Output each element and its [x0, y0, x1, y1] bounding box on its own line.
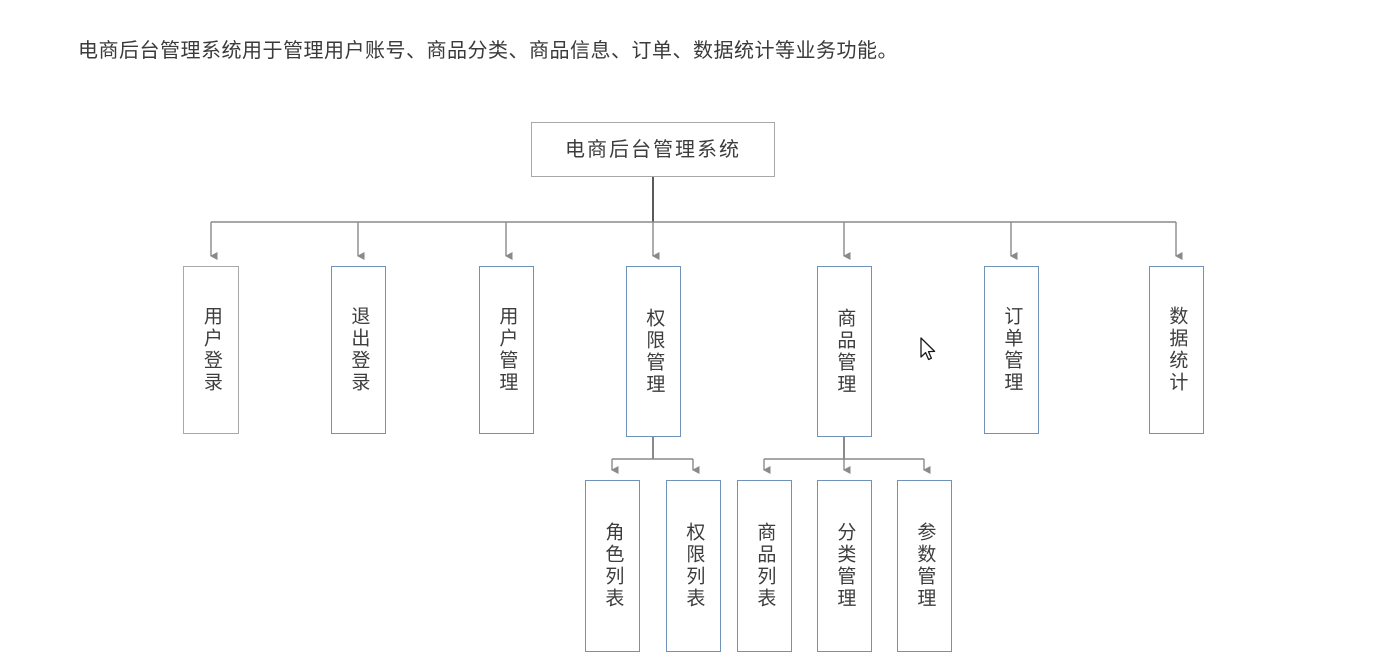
node-auth-list[interactable]: 权限列表	[666, 480, 721, 652]
node-auth-manage[interactable]: 权限管理	[626, 266, 681, 437]
node-category-manage[interactable]: 分类管理	[817, 480, 872, 652]
node-order-manage-label: 订单管理	[1001, 306, 1024, 394]
node-auth-manage-label: 权限管理	[643, 307, 666, 396]
node-root[interactable]: 电商后台管理系统	[531, 122, 775, 177]
node-product-list[interactable]: 商品列表	[737, 480, 792, 652]
node-order-manage[interactable]: 订单管理	[984, 266, 1039, 434]
mouse-pointer-icon	[920, 337, 936, 361]
node-param-manage-label: 参数管理	[914, 522, 937, 610]
node-root-label: 电商后台管理系统	[565, 137, 741, 161]
node-data-stats[interactable]: 数据统计	[1149, 266, 1204, 434]
node-product-manage-label: 商品管理	[834, 307, 857, 396]
node-param-manage[interactable]: 参数管理	[897, 480, 952, 652]
node-role-list-label: 角色列表	[602, 522, 625, 610]
node-user-login-label: 用户登录	[200, 306, 223, 394]
node-role-list[interactable]: 角色列表	[585, 480, 640, 652]
node-auth-list-label: 权限列表	[683, 522, 706, 610]
node-user-login[interactable]: 用户登录	[183, 266, 239, 434]
node-product-manage[interactable]: 商品管理	[817, 266, 872, 437]
node-user-manage-label: 用户管理	[496, 306, 519, 394]
node-category-manage-label: 分类管理	[834, 522, 857, 610]
node-product-list-label: 商品列表	[754, 522, 777, 610]
node-user-manage[interactable]: 用户管理	[479, 266, 534, 434]
node-user-logout-label: 退出登录	[348, 306, 371, 394]
node-data-stats-label: 数据统计	[1166, 306, 1189, 394]
page-caption: 电商后台管理系统用于管理用户账号、商品分类、商品信息、订单、数据统计等业务功能。	[78, 38, 898, 62]
node-user-logout[interactable]: 退出登录	[331, 266, 386, 434]
